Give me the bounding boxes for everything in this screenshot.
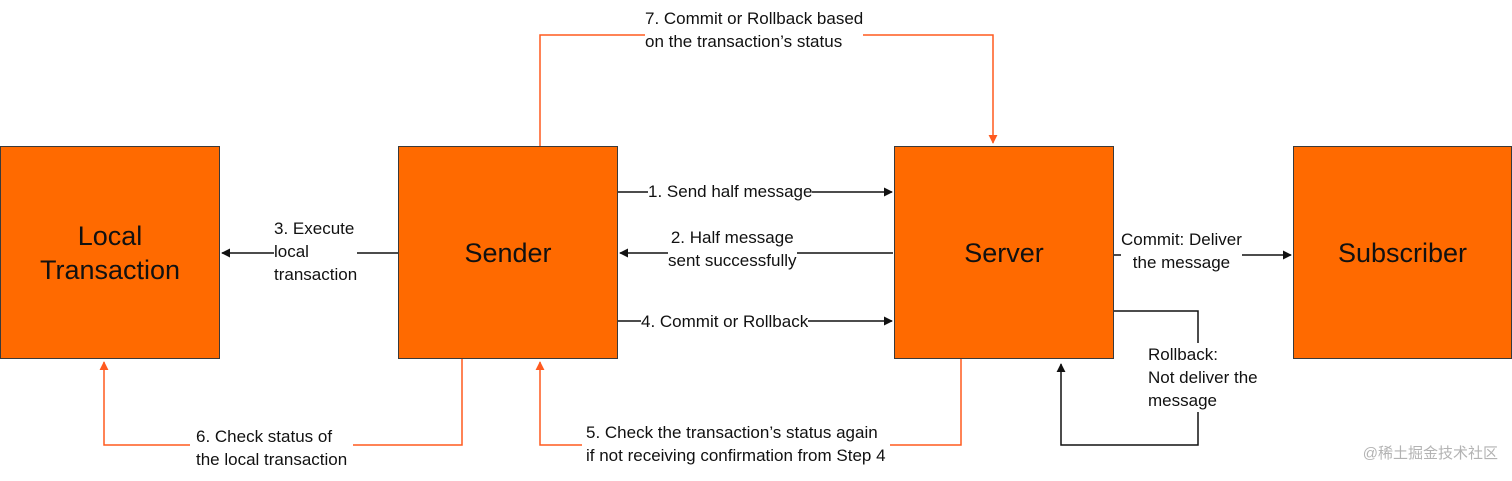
label-step2: 2. Half message sent successfully xyxy=(668,226,797,272)
local-transaction-box: Local Transaction xyxy=(0,146,220,359)
label-step5: 5. Check the transaction’s status again … xyxy=(582,421,890,467)
label-step1: 1. Send half message xyxy=(648,180,813,203)
arrow-rollback xyxy=(1056,310,1199,446)
subscriber-box: Subscriber xyxy=(1293,146,1512,359)
label-step6: 6. Check status of the local transaction xyxy=(190,425,354,471)
label-step3: 3. Execute local transaction xyxy=(274,217,358,286)
label-commit: Commit: Deliver the message xyxy=(1121,228,1242,274)
label-rollback: Rollback: Not deliver the message xyxy=(1148,343,1270,412)
label-step7: 7. Commit or Rollback based on the trans… xyxy=(645,7,864,53)
label-step4: 4. Commit or Rollback xyxy=(641,310,809,333)
watermark: @稀土掘金技术社区 xyxy=(1362,445,1498,462)
sender-box: Sender xyxy=(398,146,618,359)
server-box: Server xyxy=(894,146,1114,359)
